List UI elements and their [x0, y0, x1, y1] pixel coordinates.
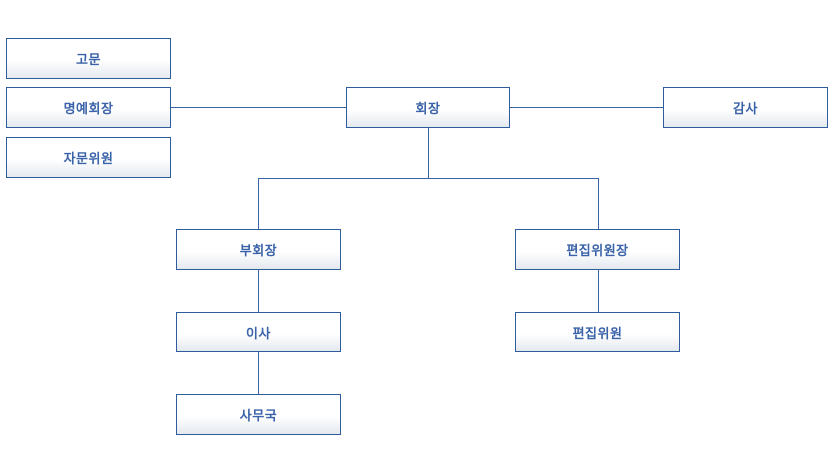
- chief-editor-label: 편집위원장: [566, 244, 629, 259]
- secretariat-label: 사무국: [239, 409, 278, 424]
- auditor-box: 감사: [663, 87, 828, 128]
- secretariat-box: 사무국: [176, 394, 341, 435]
- editorial-committee-label: 편집위원: [572, 326, 623, 342]
- advisory-committee-label: 자문위원: [63, 152, 114, 167]
- vice-chairman-label: 부회장: [239, 244, 278, 259]
- vice-chairman-box: 부회장: [176, 229, 341, 270]
- advisor-box: 고문: [6, 38, 171, 79]
- chief-editor-box: 편집위원장: [515, 229, 680, 270]
- editorial-committee-box: 편집위원: [515, 312, 680, 352]
- honorary-chairman-label: 명예회장: [63, 102, 114, 117]
- advisor-label: 고문: [76, 53, 101, 68]
- advisory-committee-box: 자문위원: [6, 137, 171, 178]
- chairman-label: 회장: [415, 102, 441, 117]
- director-label: 이사: [246, 326, 271, 342]
- auditor-label: 감사: [733, 102, 758, 117]
- director-box: 이사: [176, 312, 341, 352]
- chairman-box: 회장: [346, 87, 510, 128]
- honorary-chairman-box: 명예회장: [6, 87, 171, 128]
